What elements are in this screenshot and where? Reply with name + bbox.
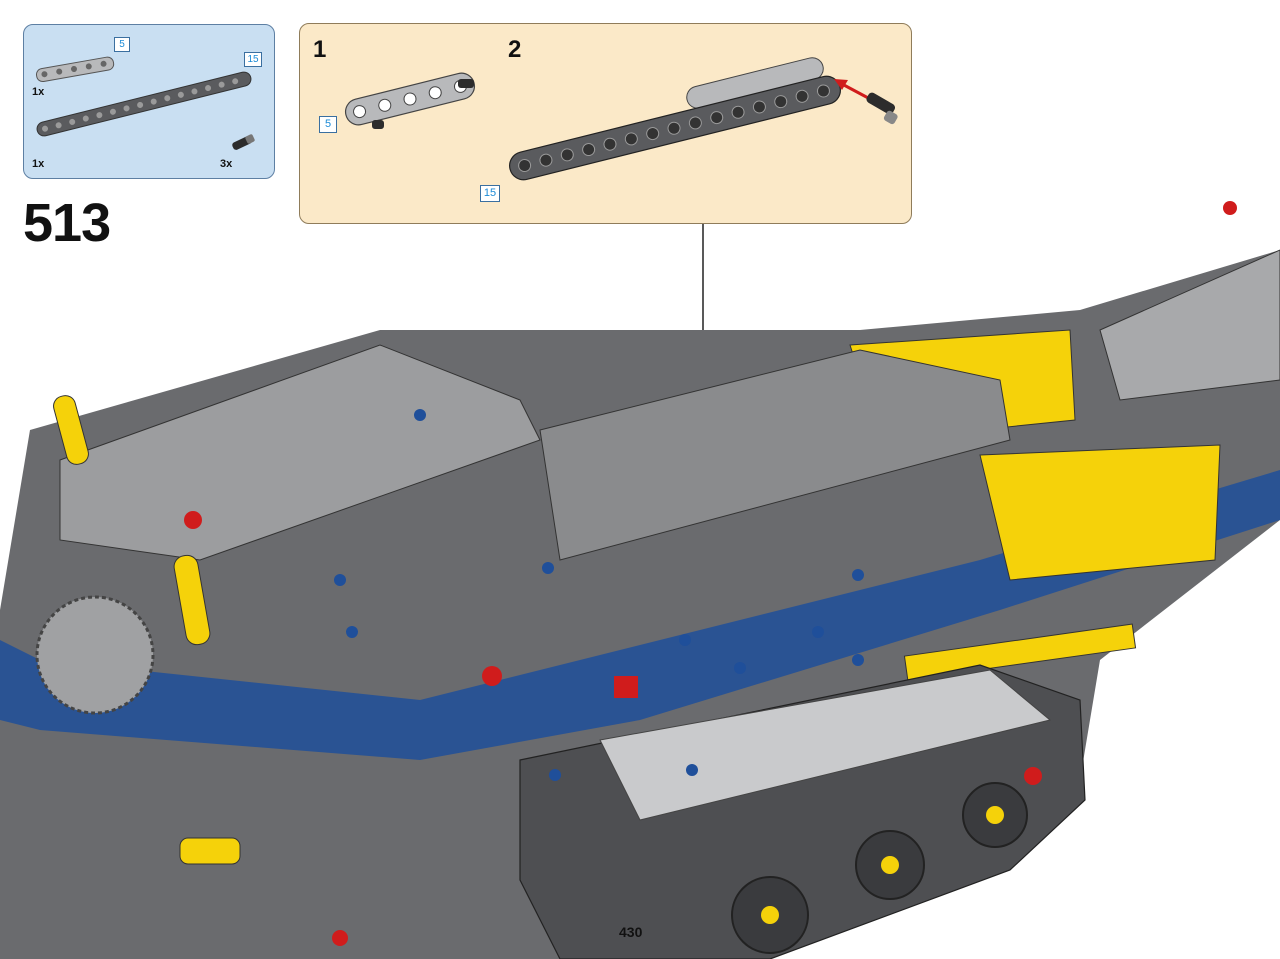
wheel-hub [986,806,1004,824]
parts-list-panel: 5 15 1x 1x 3x [23,24,275,179]
substep-2-number: 2 [508,36,522,63]
track-wheel [731,876,809,954]
blue-pins [334,409,864,781]
substep-1-length-tag: 5 [319,116,337,133]
callout-arrow-icon [525,556,537,572]
yellow-beam [903,623,1137,681]
page-number: 430 [619,924,643,940]
yellow-panel [979,444,1221,581]
callout-line [530,224,704,565]
length-tag-15: 15 [244,52,262,67]
substep-2-beam-icon [509,57,898,181]
subassembly-panel: 1 2 5 15 [299,23,912,224]
axle-pin-icon [232,134,255,150]
turntable-gear [35,595,155,715]
chassis-body [0,250,1280,959]
quantity-beam-5: 1x [32,86,45,98]
yellow-boom-section [849,329,1076,441]
beam-5-icon [35,56,115,83]
substep-2-length-tag: 15 [480,185,500,202]
parts-list-art [35,56,255,150]
yellow-axle [53,395,89,465]
quantity-beam-15: 1x [32,158,45,170]
step-number: 513 [23,193,111,253]
track-wheel [855,830,925,900]
gray-top-frame [59,344,541,561]
wheel-hub [761,906,779,924]
gray-mid-frame [539,349,1011,561]
track-wheel [962,782,1028,848]
wheel-hub [881,856,899,874]
yellow-connector [179,837,241,865]
crawler-track [519,664,1086,959]
beam-15-icon [36,71,252,137]
track-top-plate [599,669,1052,821]
subassembly-art [344,57,898,181]
gray-boom-end [1099,249,1280,401]
yellow-beam-left [173,554,211,646]
red-pins [184,201,1237,946]
length-tag-5: 5 [114,37,130,52]
substep-1-beam-icon [344,72,476,129]
blue-frame [0,470,1280,760]
substep-1-number: 1 [313,36,327,63]
quantity-axle-pin: 3x [220,158,233,170]
